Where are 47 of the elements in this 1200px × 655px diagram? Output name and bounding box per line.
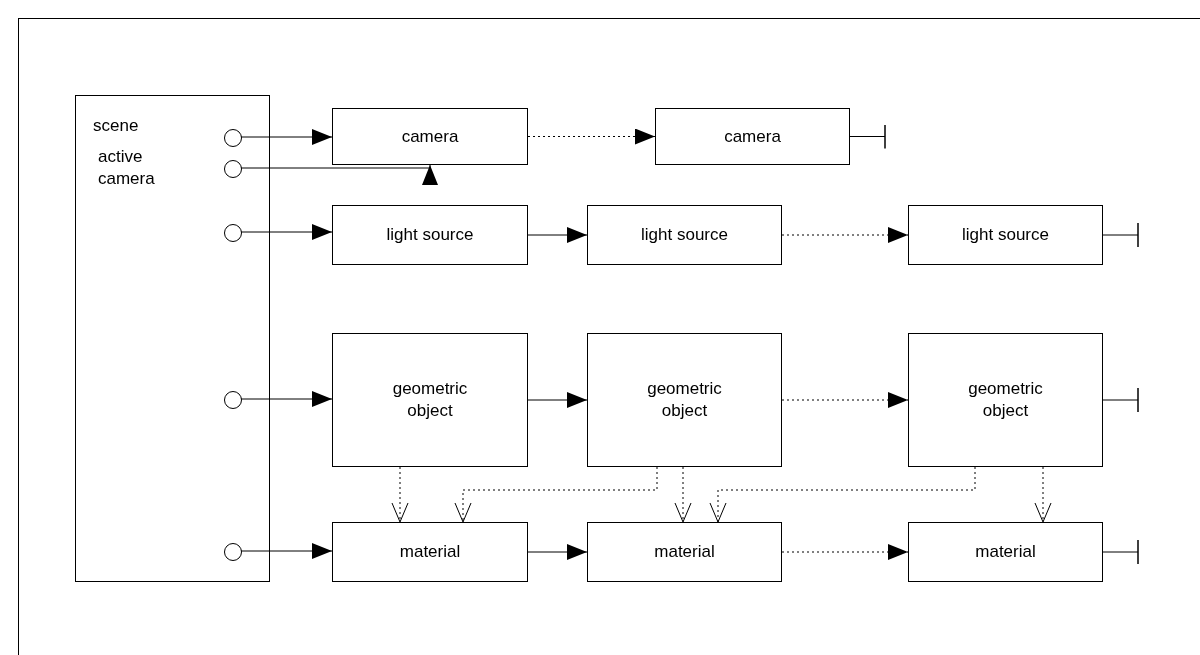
pointer-circle [224,391,242,409]
arrow [527,227,588,243]
node-label: camera [401,125,459,148]
node-label: geometric object [646,378,723,422]
node-label: geometric object [391,378,469,422]
node-label: material [975,541,1036,563]
pointer-circle [224,543,242,561]
node-box [908,205,1103,265]
node-box [908,333,1103,467]
arrow [240,129,333,145]
node-box [332,522,528,582]
dotted-arrow [674,466,692,523]
node-box [587,522,782,582]
arrow [240,391,333,407]
dotted-arrow [781,392,909,408]
dotted-arrow [781,544,909,560]
dotted-arrow [527,128,656,145]
node-label: geometric object [967,378,1044,422]
arrow [240,224,333,240]
arrow [527,544,588,560]
node-label: material [399,541,461,563]
node-box [332,333,528,467]
node-box [332,108,528,165]
arrow [240,543,333,559]
node-label: light source [641,224,728,246]
node-box [655,108,850,165]
field-label: scene [93,115,139,137]
arrow [527,392,588,408]
node-box [332,205,528,265]
scene-box [75,95,270,582]
pointer-circle [224,129,242,147]
dotted-arrow [391,466,409,523]
dotted-arrow [781,227,909,243]
node-label: light source [386,224,474,246]
dotted-arrow [454,466,658,523]
node-box [587,333,782,467]
dotted-arrow [709,466,976,523]
node-label: material [654,541,715,563]
pointer-circle [224,224,242,242]
node-box [587,205,782,265]
node-label: light source [962,224,1049,246]
arrow [240,164,438,185]
node-label: camera [724,125,781,148]
pointer-circle [224,160,242,178]
node-box [908,522,1103,582]
dotted-arrow [1034,466,1052,523]
field-label: active camera [98,146,156,190]
